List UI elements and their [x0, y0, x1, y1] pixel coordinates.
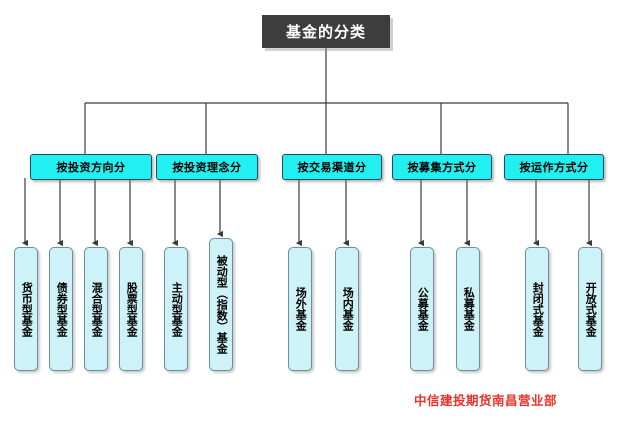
leaf-label: 场内基金 [341, 287, 355, 331]
root-title-label: 基金的分类 [285, 23, 366, 41]
category-label: 按交易渠道分 [297, 161, 367, 174]
leaf-box-active-fund[interactable]: 主动型基金 [164, 247, 188, 371]
category-box-investment-direction[interactable]: 按投资方向分 [30, 154, 152, 180]
leaf-label: 股票型基金 [125, 281, 139, 337]
watermark-text: 中信建投期货南昌营业部 [414, 393, 558, 408]
leaf-box-closed-end-fund[interactable]: 封闭式基金 [525, 247, 549, 371]
category-box-trading-channel[interactable]: 按交易渠道分 [282, 154, 382, 180]
category-label: 按募集方式分 [407, 161, 477, 174]
root-title-box: 基金的分类 [262, 15, 390, 48]
category-box-operation-method[interactable]: 按运作方式分 [504, 154, 604, 180]
leaf-label: 主动型基金 [170, 281, 184, 337]
leaf-box-money-fund[interactable]: 货币型基金 [14, 247, 38, 371]
leaf-label: 公募基金 [416, 287, 430, 331]
leaf-label: 开放式基金 [584, 281, 598, 337]
category-box-raising-method[interactable]: 按募集方式分 [392, 154, 492, 180]
leaf-box-hybrid-fund[interactable]: 混合型基金 [84, 247, 108, 371]
leaf-label: 货币型基金 [20, 281, 34, 337]
category-label: 按投资理念分 [172, 161, 242, 174]
leaf-label: 债券型基金 [55, 281, 69, 337]
leaf-label: 私募基金 [462, 287, 476, 331]
leaf-box-equity-fund[interactable]: 股票型基金 [119, 247, 143, 371]
leaf-box-exchange-fund[interactable]: 场内基金 [335, 247, 359, 371]
leaf-box-public-fund[interactable]: 公募基金 [410, 247, 434, 371]
leaf-label: 场外基金 [294, 287, 308, 331]
category-box-investment-philosophy[interactable]: 按投资理念分 [156, 154, 258, 180]
leaf-box-bond-fund[interactable]: 债券型基金 [49, 247, 73, 371]
leaf-box-passive-index-fund[interactable]: 被动型（指数）基金 [209, 238, 233, 371]
leaf-box-private-fund[interactable]: 私募基金 [456, 247, 480, 371]
leaf-box-otc-fund[interactable]: 场外基金 [288, 247, 312, 371]
category-label: 按运作方式分 [519, 161, 589, 174]
leaf-box-open-end-fund[interactable]: 开放式基金 [578, 247, 602, 371]
category-label: 按投资方向分 [56, 161, 126, 174]
leaf-label: 被动型（指数）基金 [215, 255, 229, 354]
leaf-label: 封闭式基金 [531, 281, 545, 337]
leaf-label: 混合型基金 [90, 281, 104, 337]
